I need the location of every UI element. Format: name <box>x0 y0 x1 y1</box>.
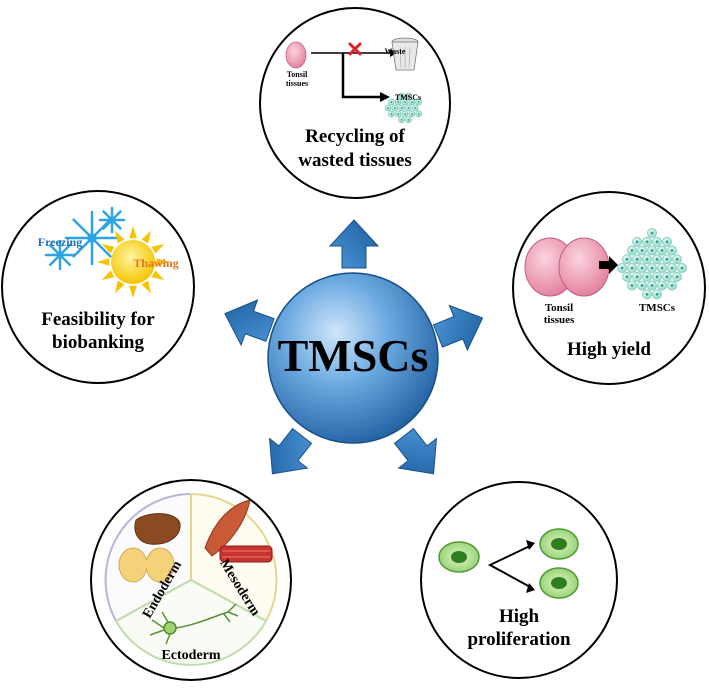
division-arrows-icon <box>487 540 535 593</box>
snowflake-icon <box>44 206 126 271</box>
parent-cell-icon <box>438 541 480 573</box>
arrow-right <box>432 304 484 352</box>
arrow-left <box>224 299 275 347</box>
arrow-lower-left <box>268 427 313 475</box>
daughter-cell-bottom-icon <box>539 567 579 599</box>
recycling-source-label: Tonsil tissues <box>285 70 309 88</box>
sun-icon <box>97 226 169 298</box>
recycling-title-line2: wasted tissues <box>298 150 412 171</box>
neuron-icon <box>149 603 239 645</box>
waste-label: Waste <box>384 47 406 56</box>
center-label: TMSCs <box>277 330 429 381</box>
thawing-label: Thawing <box>133 256 179 270</box>
tonsil-icon-small <box>285 41 307 69</box>
proliferation-title-line1: High <box>498 606 540 627</box>
liver-icon <box>134 513 181 545</box>
arrow-lower-right <box>393 427 438 475</box>
recycling-title-line1: Recycling of <box>305 126 405 147</box>
recycling-tmsc-label: TMSCs <box>394 93 422 102</box>
freezing-label: Freezing <box>37 235 83 249</box>
trash-bin-icon <box>391 37 419 71</box>
flow-branch-arrowhead <box>380 92 390 102</box>
yield-tmsc-label: TMSCs <box>638 302 676 314</box>
daughter-cell-top-icon <box>539 528 579 560</box>
biobanking-title-line2: biobanking <box>52 332 144 353</box>
right-arrow-icon <box>599 256 618 274</box>
flow-branch <box>341 53 382 99</box>
proliferation-title-line2: proliferation <box>467 629 571 650</box>
ectoderm-label: Ectoderm <box>161 648 221 663</box>
germ-layer-sectors <box>104 492 278 666</box>
thyroid-icon <box>118 547 175 583</box>
yield-source-label: Tonsil tissues <box>543 302 575 326</box>
tonsil-pair-icon <box>524 237 610 297</box>
tmsc-cluster-large <box>617 228 687 300</box>
biobanking-panel <box>1 190 195 384</box>
yield-title: High yield <box>567 339 651 360</box>
arrow-up <box>328 219 380 269</box>
tmsc-cluster-small <box>384 92 422 124</box>
biobanking-title-line1: Feasibility for <box>41 309 155 330</box>
tmsc-center-sphere <box>267 272 439 444</box>
muscle-fiber-icon <box>219 545 273 563</box>
cross-icon <box>348 42 362 56</box>
